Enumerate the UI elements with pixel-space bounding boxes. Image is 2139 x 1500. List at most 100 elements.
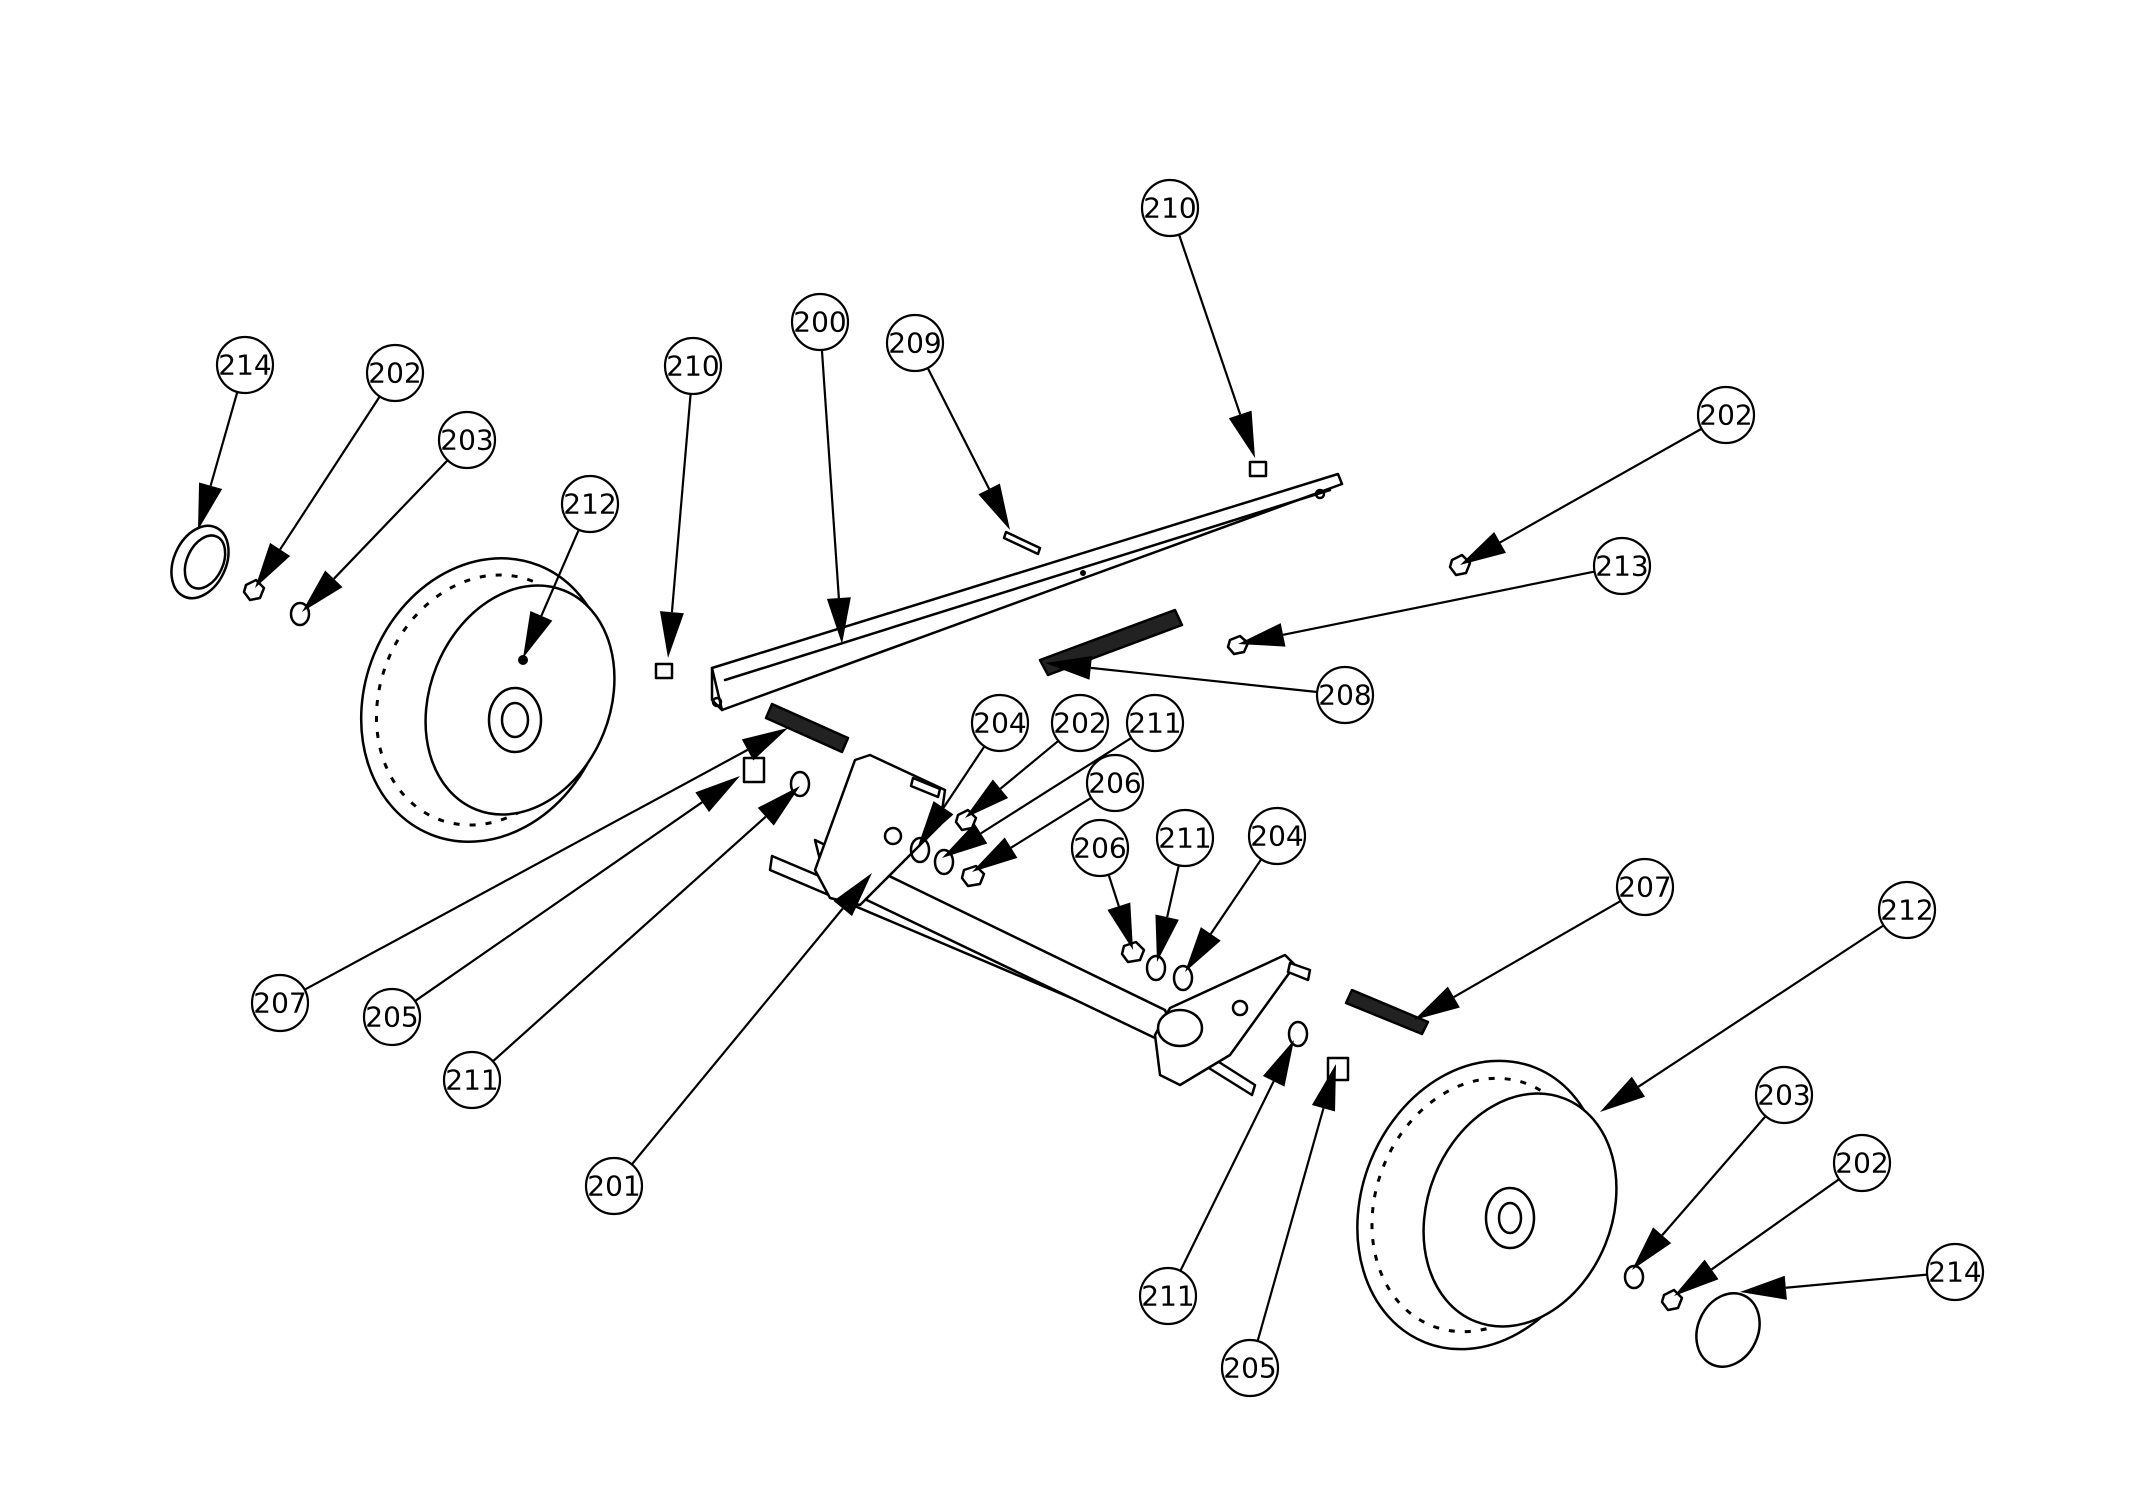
callout-213: 213 bbox=[1592, 536, 1652, 596]
callout-number: 211 bbox=[445, 1064, 498, 1097]
right-pivot-plate bbox=[1153, 953, 1312, 1087]
callout-203: 203 bbox=[437, 410, 497, 470]
callout-number: 202 bbox=[1699, 399, 1752, 432]
callout-204: 204 bbox=[970, 693, 1030, 753]
leader-line-205 bbox=[414, 801, 703, 1002]
left-wheel bbox=[359, 556, 616, 844]
callout-circle bbox=[1247, 806, 1307, 866]
callout-211: 211 bbox=[442, 1050, 502, 1110]
leader-arrowhead-203 bbox=[1632, 1227, 1672, 1270]
callout-number: 208 bbox=[1318, 679, 1371, 712]
leader-arrowhead-203 bbox=[302, 570, 343, 612]
right-wheel bbox=[1356, 1059, 1618, 1351]
callout-203: 203 bbox=[1754, 1065, 1814, 1125]
height-adjust-bar bbox=[710, 472, 1344, 712]
leader-arrowhead-201 bbox=[833, 873, 872, 917]
callout-214: 214 bbox=[215, 335, 275, 395]
callout-bubbles: 214 202 203 212 210 200 209 210 202 213 208 204 202 2… bbox=[215, 178, 1985, 1398]
leader-line-203 bbox=[1661, 1115, 1767, 1236]
leader-line-206 bbox=[1107, 874, 1120, 907]
callout-number: 206 bbox=[1073, 832, 1126, 865]
callout-circle bbox=[1592, 536, 1652, 596]
callout-number: 202 bbox=[1835, 1147, 1888, 1180]
leader-line-207 bbox=[1453, 900, 1622, 999]
callout-circle bbox=[1696, 385, 1756, 445]
callout-204: 204 bbox=[1247, 806, 1307, 866]
callout-211: 211 bbox=[1155, 808, 1215, 868]
leader-arrowhead-212 bbox=[523, 611, 553, 658]
callout-210: 210 bbox=[663, 336, 723, 396]
leader-line-202 bbox=[999, 739, 1060, 790]
leader-arrowhead-211 bbox=[942, 823, 988, 858]
callout-200: 200 bbox=[790, 292, 850, 352]
leader-arrowhead-204 bbox=[1185, 927, 1221, 972]
leader-line-202 bbox=[1499, 427, 1703, 544]
callout-circle bbox=[1140, 178, 1200, 238]
callout-202: 202 bbox=[1050, 693, 1110, 753]
callout-205: 205 bbox=[362, 987, 422, 1047]
leader-line-211 bbox=[1166, 865, 1180, 918]
parts-layer bbox=[170, 460, 1761, 1368]
callout-circle bbox=[365, 343, 425, 403]
leader-arrowhead-213 bbox=[1238, 623, 1286, 647]
leader-lines bbox=[198, 234, 1928, 1342]
callout-circle bbox=[1615, 857, 1675, 917]
callout-209: 209 bbox=[885, 313, 945, 373]
callout-number: 214 bbox=[218, 349, 271, 382]
callout-number: 207 bbox=[253, 987, 306, 1020]
callout-circle bbox=[1925, 1242, 1985, 1302]
callout-211: 211 bbox=[1125, 693, 1185, 753]
callout-number: 212 bbox=[563, 488, 616, 521]
leader-arrowhead-202 bbox=[965, 779, 1009, 818]
leader-line-205 bbox=[1256, 1107, 1325, 1342]
callout-205: 205 bbox=[1220, 1338, 1280, 1398]
callout-207: 207 bbox=[250, 973, 310, 1033]
callout-circle bbox=[1050, 693, 1110, 753]
leader-arrowhead-207 bbox=[1414, 986, 1460, 1020]
leader-arrowhead-211 bbox=[1262, 1040, 1294, 1087]
small-hardware bbox=[242, 460, 1684, 1312]
leader-arrowhead-210 bbox=[1228, 410, 1255, 458]
leader-line-212 bbox=[1637, 924, 1885, 1088]
callout-202: 202 bbox=[1832, 1133, 1892, 1193]
callout-circle bbox=[1138, 1266, 1198, 1326]
callout-number: 204 bbox=[973, 707, 1026, 740]
callout-number: 206 bbox=[1088, 767, 1141, 800]
callout-circle bbox=[1877, 880, 1937, 940]
hub-caps bbox=[170, 524, 1761, 1368]
callout-circle bbox=[1315, 665, 1375, 725]
leader-arrowhead-200 bbox=[826, 597, 851, 644]
leader-line-213 bbox=[1282, 570, 1595, 636]
leader-line-214 bbox=[209, 391, 239, 487]
leader-line-210 bbox=[670, 393, 692, 613]
leader-arrowhead-202 bbox=[1460, 531, 1506, 565]
leader-line-208 bbox=[1090, 666, 1318, 694]
callout-208: 208 bbox=[1315, 665, 1375, 725]
leader-arrowhead-214 bbox=[198, 482, 223, 530]
leader-arrowhead-202 bbox=[255, 542, 291, 588]
callout-circle bbox=[663, 336, 723, 396]
callout-number: 200 bbox=[793, 306, 846, 339]
callout-202: 202 bbox=[1696, 385, 1756, 445]
leader-line-200 bbox=[820, 349, 840, 599]
leader-line-201 bbox=[630, 907, 844, 1166]
callout-circle bbox=[362, 987, 422, 1047]
leader-line-202 bbox=[1710, 1178, 1840, 1271]
callout-circle bbox=[1220, 1338, 1280, 1398]
leader-arrowhead-206 bbox=[1107, 902, 1133, 950]
leader-arrowhead-206 bbox=[972, 837, 1018, 872]
callout-circle bbox=[790, 292, 850, 352]
callout-number: 211 bbox=[1128, 707, 1181, 740]
callout-circle bbox=[1754, 1065, 1814, 1125]
callout-number: 209 bbox=[888, 327, 941, 360]
callout-number: 205 bbox=[1223, 1352, 1276, 1385]
callout-212: 212 bbox=[1877, 880, 1937, 940]
callout-210: 210 bbox=[1140, 178, 1200, 238]
callout-number: 213 bbox=[1595, 550, 1648, 583]
leader-line-210 bbox=[1177, 234, 1242, 415]
callout-number: 214 bbox=[1928, 1256, 1981, 1289]
leader-line-211 bbox=[980, 737, 1132, 835]
callout-circle bbox=[560, 474, 620, 534]
callout-211: 211 bbox=[1138, 1266, 1198, 1326]
callout-number: 207 bbox=[1618, 871, 1671, 904]
